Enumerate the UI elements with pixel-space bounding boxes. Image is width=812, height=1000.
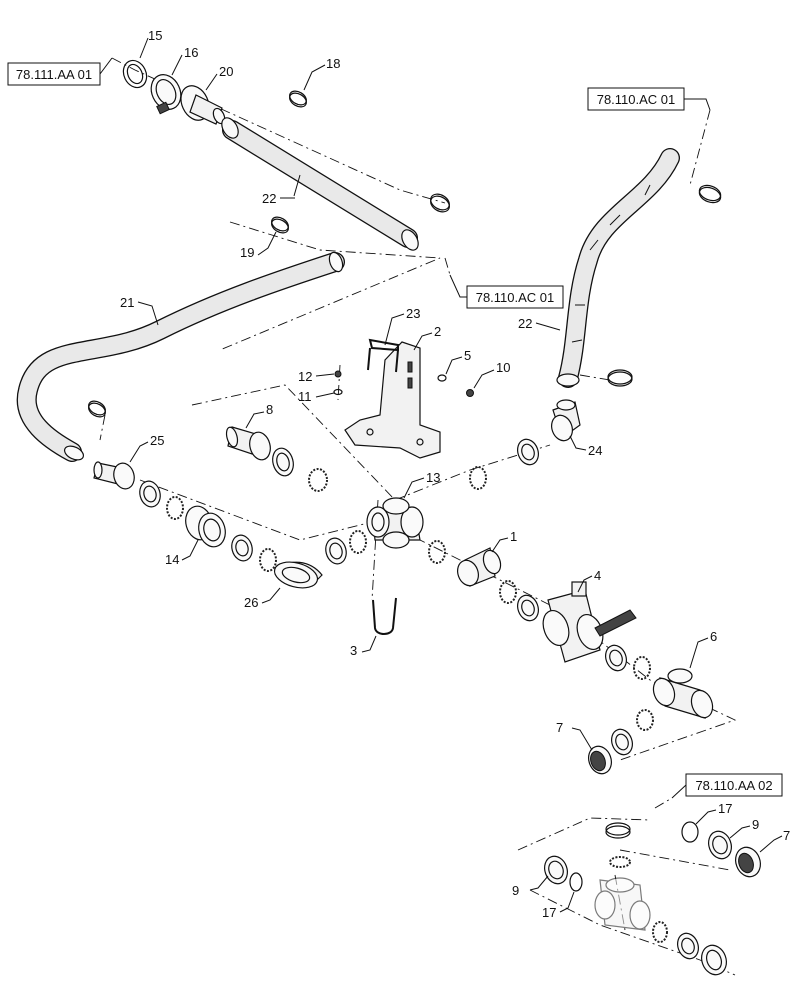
callout-2: 2: [434, 324, 441, 339]
gasket-14: [259, 548, 277, 572]
ref-box-middle: 78.110.AC 01: [449, 274, 564, 309]
part-8-hose-barb: [225, 426, 271, 461]
callout-6: 6: [710, 629, 717, 644]
callout-9-left: 9: [512, 883, 519, 898]
hose-clamp-top-right: [430, 193, 450, 213]
part-17-seal-right: [681, 821, 699, 843]
gasket-26: [349, 530, 367, 554]
gasket-8: [308, 468, 328, 492]
callout-7-mid: 7: [556, 720, 563, 735]
callout-23: 23: [406, 306, 420, 321]
callout-21: 21: [120, 295, 134, 310]
part-19-hose-clamp: [271, 216, 289, 234]
hose-clamp-right-bottom: [607, 369, 633, 387]
part-7-end-cap-middle: [588, 745, 612, 775]
ref-box-middle-label: 78.110.AC 01: [476, 290, 555, 305]
part-4-ball-valve: [542, 581, 637, 663]
part-9-clamp-left: [544, 855, 568, 885]
part-15-seal-ring: [122, 59, 148, 89]
part-2-mounting-bracket: [344, 341, 441, 459]
callout-11: 11: [298, 389, 312, 404]
part-3-u-bolt: [372, 597, 397, 635]
callout-3: 3: [350, 643, 357, 658]
part-23-u-bolt: [367, 338, 399, 373]
gasket-top-sub: [609, 856, 631, 868]
part-14-coupler: [185, 505, 226, 548]
callout-19: 19: [240, 245, 254, 260]
part-16-clamp: [150, 74, 182, 115]
callout-24: 24: [588, 443, 602, 458]
gasket-13-right: [469, 466, 487, 490]
callout-1: 1: [510, 529, 517, 544]
callout-7-right: 7: [783, 828, 790, 843]
tee-fitting-ghost: [594, 877, 651, 931]
part-1-nipple: [457, 547, 502, 587]
part-9-clamp-right: [708, 830, 732, 860]
ref-box-bottom-right-label: 78.110.AA 02: [695, 778, 772, 793]
clamp-4: [605, 644, 627, 672]
clamp-8: [272, 447, 294, 477]
callout-15: 15: [148, 28, 162, 43]
part-21-curved-hose-left: [16, 251, 345, 462]
clamp-25: [139, 480, 161, 508]
ref-box-top-left: 78.111.AA 01: [7, 57, 113, 86]
part-5-nut: [437, 374, 447, 382]
gasket-25: [166, 496, 184, 520]
clamp-24: [517, 438, 539, 466]
callout-17-right: 17: [718, 801, 732, 816]
callout-10: 10: [496, 360, 510, 375]
callout-22-right: 22: [518, 316, 532, 331]
hose-clamp-right-top: [698, 184, 722, 204]
part-12-nut: [334, 370, 342, 378]
assembly-centerlines: [99, 57, 737, 976]
callout-16: 16: [184, 45, 198, 60]
hose-clamp-left: [88, 400, 106, 418]
clamp-26: [325, 537, 347, 565]
callout-25: 25: [150, 433, 164, 448]
callout-9-right: 9: [752, 817, 759, 832]
callouts: 15 16 20 18 22 19 21 22 23 2 5 10 12 11 …: [120, 28, 790, 920]
clamp-top-sub: [605, 822, 631, 839]
part-6-tee-fitting: [652, 668, 714, 719]
ref-box-top-right: 78.110.AC 01: [587, 87, 711, 111]
part-11-washer: [333, 388, 343, 396]
end-cap-bottom-sub: [701, 944, 727, 976]
part-22-straight-hose-top: [221, 117, 419, 251]
callout-17-left: 17: [542, 905, 556, 920]
callout-18: 18: [326, 56, 340, 71]
callout-14: 14: [165, 552, 179, 567]
ref-box-bottom-right: 78.110.AA 02: [671, 773, 783, 799]
callout-4: 4: [594, 568, 601, 583]
callout-12: 12: [298, 369, 312, 384]
callout-22-top: 22: [262, 191, 276, 206]
part-17-seal-left: [569, 872, 583, 892]
gasket-13-lower: [428, 540, 446, 564]
part-20-hose-barb-fitting: [180, 85, 226, 125]
part-13-cross-fitting: [366, 497, 424, 549]
gasket-bottom-sub: [652, 921, 668, 943]
part-24-elbow-barb: [551, 399, 581, 442]
part-25-hose-barb: [93, 461, 135, 490]
clamp-14: [231, 534, 253, 562]
part-10-bolt: [466, 389, 474, 397]
callout-13: 13: [426, 470, 440, 485]
clamp-bottom-sub: [677, 932, 699, 960]
part-22-curved-hose-right: [556, 148, 680, 388]
ref-box-top-left-label: 78.111.AA 01: [16, 67, 92, 82]
gasket-4: [633, 656, 651, 680]
ref-box-top-right-label: 78.110.AC 01: [597, 92, 676, 107]
clamp-6: [611, 728, 633, 756]
callout-5: 5: [464, 348, 471, 363]
callout-20: 20: [219, 64, 233, 79]
callout-26: 26: [244, 595, 258, 610]
clamp-1: [517, 594, 539, 622]
gasket-1: [499, 580, 517, 604]
gasket-6: [636, 709, 654, 731]
callout-8: 8: [266, 402, 273, 417]
part-7-end-cap-right: [735, 846, 761, 878]
part-18-hose-clamp: [289, 90, 307, 108]
part-26-elbow: [273, 561, 323, 589]
